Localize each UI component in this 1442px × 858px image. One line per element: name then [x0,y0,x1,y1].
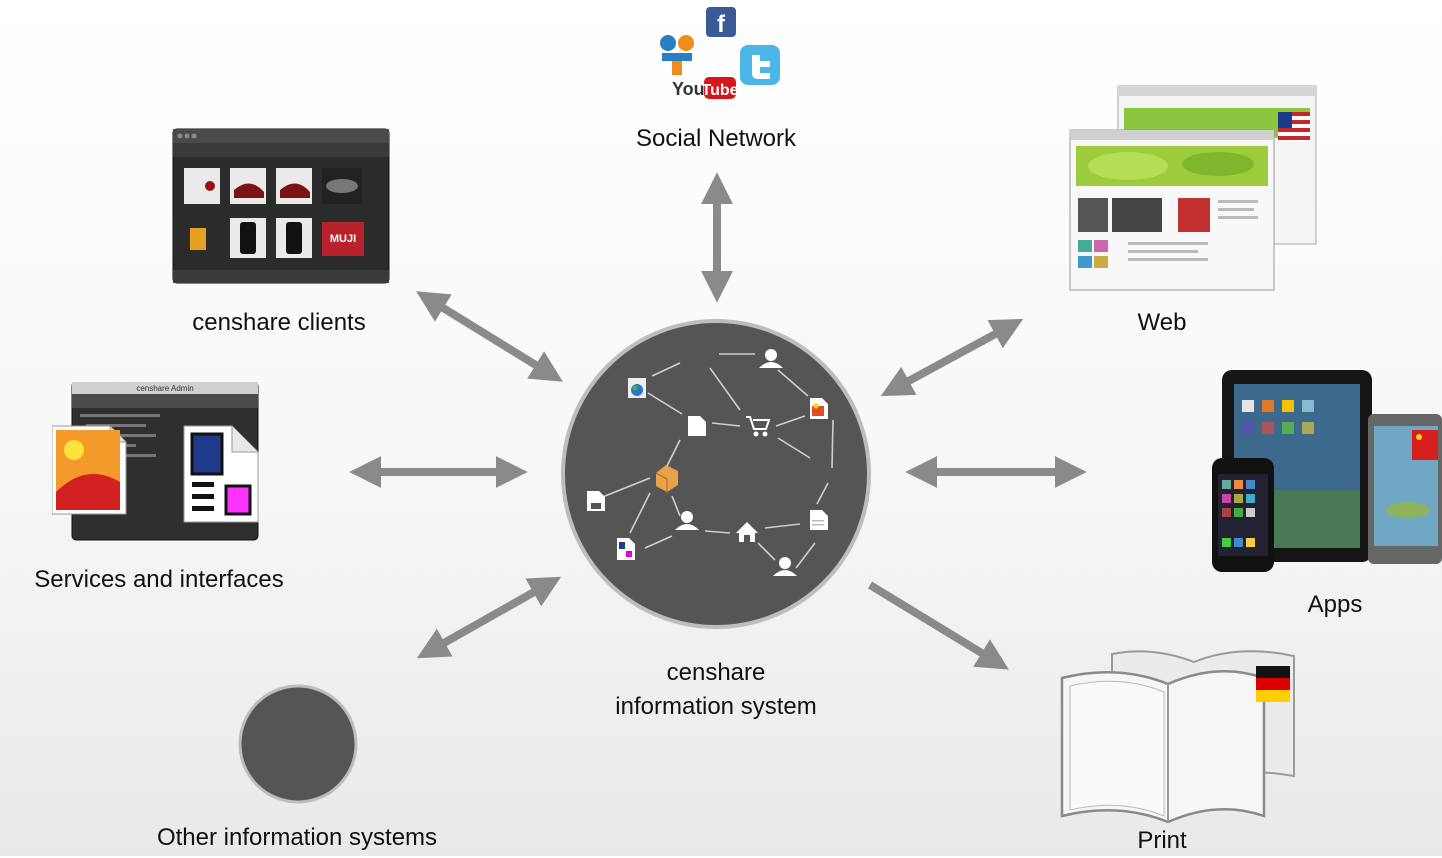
services-window-title: censhare Admin [136,384,193,393]
arrow-web [880,318,1024,397]
print-label: Print [1137,827,1187,854]
globe-icon [628,378,646,398]
apps-label: Apps [1307,591,1363,618]
facebook-icon: f [706,7,736,38]
facebook-logo-text: f [717,11,726,38]
services-window: censhare Admin [52,382,259,541]
social-network-icons: f You Tube [660,7,780,99]
censhare-clients-label: censhare clients [192,309,366,336]
slideshare-icon [660,35,694,75]
print-books [1060,650,1295,824]
home-icon [736,522,758,542]
censhare-client-window: MUJI [172,128,390,284]
android-tablet-device [1368,414,1442,564]
arrow-print [867,581,1009,670]
user-icon [773,557,797,576]
shopping-cart-icon [746,416,771,437]
germany-flag-icon [1256,666,1290,702]
other-systems-circle [238,684,358,804]
other-information-systems-label: Other information systems [156,824,438,851]
book-front [1060,670,1266,824]
web-browser-windows [1069,85,1317,291]
youtube-icon: You Tube [672,77,739,99]
phone-device [1212,458,1274,572]
twitter-icon [740,45,780,85]
client-tile-text: MUJI [330,233,356,245]
hub-label-line1: censhare [666,659,766,686]
us-flag-icon [1278,112,1310,142]
layout-file-icon [617,538,635,560]
document-icon [810,510,828,530]
user-icon [675,511,699,530]
hub-circle [561,319,871,629]
web-label: Web [1137,309,1187,336]
file-icon [587,491,605,511]
youtube-tube-text: Tube [701,82,738,99]
hub-label-line2: information system [615,693,817,720]
package-icon [655,465,678,493]
services-interfaces-label: Services and interfaces [34,566,284,593]
social-network-label: Social Network [635,125,797,152]
arrow-other [416,576,562,659]
arrow-clients [416,291,563,382]
youtube-you-text: You [672,79,705,99]
hub-label: censhare information system [615,656,816,724]
image-file-icon [52,425,127,515]
image-file-icon [810,398,828,419]
user-icon [759,349,783,368]
china-flag-icon [1412,430,1438,460]
layout-file-icon [183,425,259,523]
document-icon [688,416,706,436]
mobile-devices [1212,370,1442,572]
